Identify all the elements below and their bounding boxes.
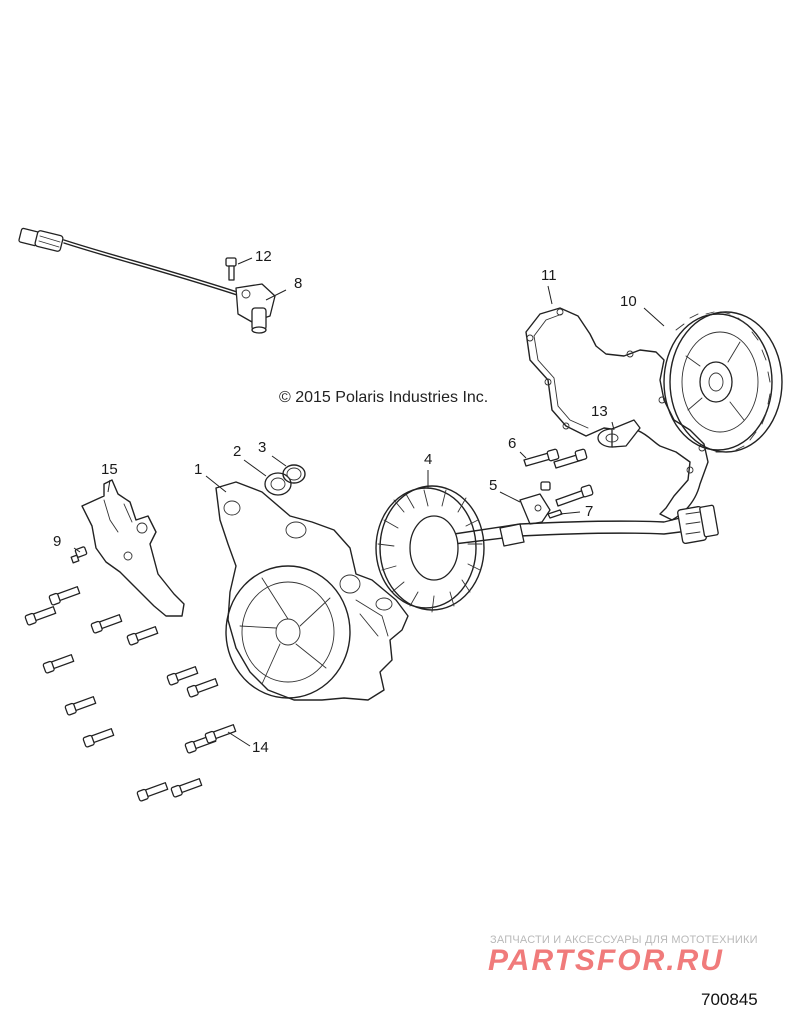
part-13-hub xyxy=(597,419,641,448)
callout-1: 1 xyxy=(194,461,203,478)
part-4-stator xyxy=(375,485,719,613)
part-3-snap-ring xyxy=(282,464,306,484)
callout-3: 3 xyxy=(258,439,267,456)
part-9-fitting xyxy=(70,546,88,564)
callout-14: 14 xyxy=(252,739,269,756)
part-5-clamp xyxy=(519,481,551,525)
copyright-notice: © 2015 Polaris Industries Inc. xyxy=(279,389,489,406)
callout-10: 10 xyxy=(620,293,637,310)
callout-13: 13 xyxy=(591,403,608,420)
callout-7: 7 xyxy=(585,503,594,520)
part-10-flywheel xyxy=(663,311,783,453)
callout-4: 4 xyxy=(424,451,433,468)
watermark-logo: PARTSFOR.RU xyxy=(488,944,724,977)
part-14-bolts xyxy=(24,586,237,802)
callout-12: 12 xyxy=(255,248,272,265)
part-15-bracket xyxy=(81,479,185,617)
part-7-screws xyxy=(547,484,594,519)
part-1-stator-cover xyxy=(215,481,409,701)
diagram-number: 700845 xyxy=(701,990,758,1009)
callout-8: 8 xyxy=(294,275,303,292)
callout-11: 11 xyxy=(541,267,557,284)
callout-9: 9 xyxy=(53,533,62,550)
part-8-sensor-harness xyxy=(18,227,276,334)
callout-2: 2 xyxy=(233,443,242,460)
callout-5: 5 xyxy=(489,477,498,494)
callout-15: 15 xyxy=(101,461,118,478)
leader-lines xyxy=(73,257,665,747)
watermark-tagline: ЗАПЧАСТИ И АКСЕССУАРЫ ДЛЯ МОТОТЕХНИКИ xyxy=(490,934,758,946)
part-6-bolts xyxy=(523,448,588,469)
part-12-bolt xyxy=(225,257,237,281)
callout-6: 6 xyxy=(508,435,517,452)
